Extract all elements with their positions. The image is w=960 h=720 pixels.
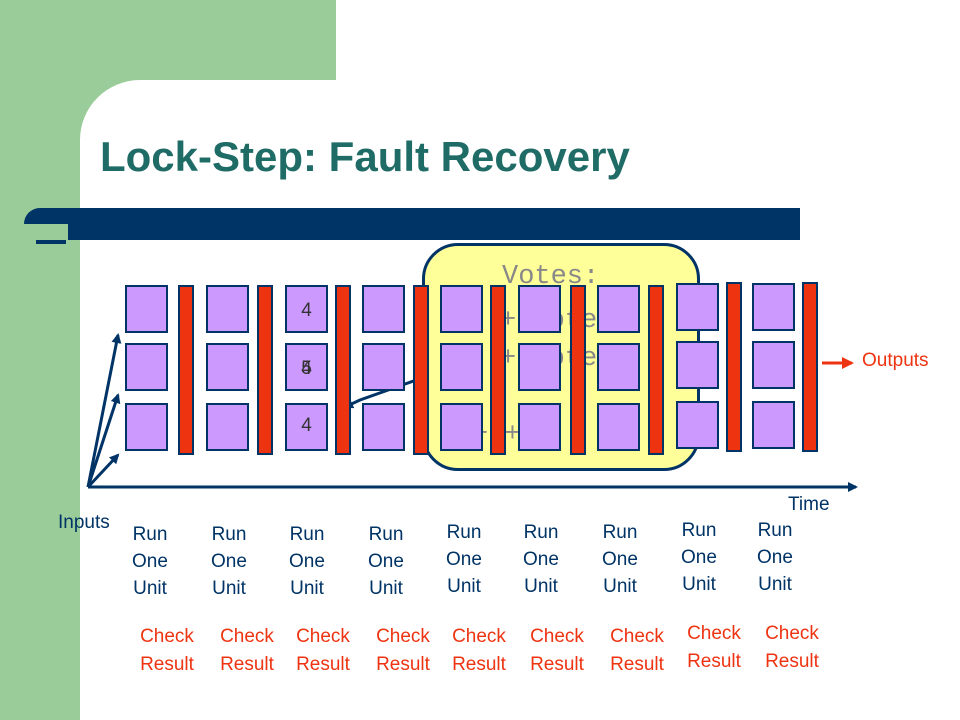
run-one-unit-label: One: [132, 551, 168, 572]
check-result-label: Result: [452, 654, 506, 675]
check-result-label: Check: [765, 623, 819, 644]
run-one-unit-label: One: [289, 551, 325, 572]
checker-bar: [490, 285, 506, 455]
run-one-unit-label: Run: [523, 522, 559, 543]
check-result-label: Check: [220, 626, 274, 647]
check-result-label: Result: [765, 651, 819, 672]
run-one-unit-label: Run: [211, 524, 247, 545]
unit-box: [285, 343, 328, 391]
unit-box: [518, 403, 561, 451]
background-green-top: [80, 0, 336, 80]
inputs-label: Inputs: [58, 512, 110, 533]
unit-box: [440, 403, 483, 451]
unit-box: [440, 343, 483, 391]
run-one-unit-label: One: [368, 551, 404, 572]
run-one-unit-label: Run: [446, 522, 482, 543]
unit-box: [125, 403, 168, 451]
checker-bar: [257, 285, 273, 455]
check-result-label: Check: [530, 626, 584, 647]
unit-box: [597, 343, 640, 391]
run-one-unit-label: One: [211, 551, 247, 572]
slide-title: Lock-Step: Fault Recovery: [100, 133, 630, 180]
checker-bar: [178, 285, 194, 455]
run-one-unit-label: Unit: [369, 578, 403, 599]
unit-value-bottom: 4: [301, 415, 312, 436]
unit-box: [676, 401, 719, 449]
time-label: Time: [788, 494, 830, 515]
check-result-label: Check: [296, 626, 350, 647]
unit-value-middle: 5: [301, 358, 312, 379]
run-one-unit-label: One: [446, 549, 482, 570]
checker-bar: [335, 285, 351, 455]
unit-box: [362, 403, 405, 451]
run-one-unit-label: One: [681, 547, 717, 568]
run-one-unit-label: Unit: [290, 578, 324, 599]
run-one-unit-label: Run: [757, 520, 793, 541]
run-one-unit-label: Unit: [524, 576, 558, 597]
check-result-label: Result: [140, 654, 194, 675]
check-result-label: Result: [687, 651, 741, 672]
check-result-label: Check: [376, 626, 430, 647]
check-result-label: Result: [296, 654, 350, 675]
run-one-unit-label: Unit: [682, 574, 716, 595]
run-one-unit-label: Unit: [133, 578, 167, 599]
unit-value-middle: 4: [301, 358, 312, 379]
unit-box: [752, 341, 795, 389]
background-green-left: [0, 0, 80, 720]
unit-box: [518, 285, 561, 333]
unit-box: [597, 403, 640, 451]
input-arrow-middle: [86, 393, 121, 488]
check-result-label: Check: [452, 626, 506, 647]
unit-value-top: 4: [301, 300, 312, 321]
run-one-unit-label: Run: [132, 524, 168, 545]
unit-box: [676, 341, 719, 389]
run-one-unit-label: Unit: [447, 576, 481, 597]
unit-box: [125, 343, 168, 391]
run-one-unit-label: Unit: [212, 578, 246, 599]
check-result-label: Check: [140, 626, 194, 647]
check-result-label: Check: [687, 623, 741, 644]
input-arrow-top: [86, 333, 122, 488]
unit-box: [206, 343, 249, 391]
unit-box: [597, 285, 640, 333]
unit-box: [676, 283, 719, 331]
unit-box: [440, 285, 483, 333]
unit-box: [206, 285, 249, 333]
unit-box: [752, 401, 795, 449]
unit-box: [125, 285, 168, 333]
check-result-label: Result: [610, 654, 664, 675]
run-one-unit-label: Run: [289, 524, 325, 545]
outputs-label: Outputs: [862, 350, 929, 371]
checker-bar: [570, 285, 586, 455]
unit-box: [285, 403, 328, 451]
run-one-unit-label: One: [602, 549, 638, 570]
run-one-unit-label: One: [757, 547, 793, 568]
run-one-unit-label: Unit: [758, 574, 792, 595]
title-underline-bar: [24, 208, 800, 240]
unit-box: [518, 343, 561, 391]
checker-bar: [413, 285, 429, 455]
title-bar-notch: [24, 224, 68, 244]
check-result-label: Result: [530, 654, 584, 675]
run-one-unit-label: Run: [681, 520, 717, 541]
checker-bar: [802, 282, 818, 452]
run-one-unit-label: Run: [602, 522, 638, 543]
run-one-unit-label: One: [523, 549, 559, 570]
unit-box: [362, 343, 405, 391]
background-white-corner: [80, 80, 200, 200]
checker-bar: [648, 285, 664, 455]
check-result-label: Check: [610, 626, 664, 647]
checker-bar: [726, 282, 742, 452]
run-one-unit-label: Unit: [603, 576, 637, 597]
run-one-unit-label: Run: [368, 524, 404, 545]
unit-box: [285, 285, 328, 333]
check-result-label: Result: [376, 654, 430, 675]
check-result-label: Result: [220, 654, 274, 675]
unit-box: [206, 403, 249, 451]
input-arrow-bottom: [86, 453, 120, 489]
unit-box: [752, 283, 795, 331]
unit-box: [362, 285, 405, 333]
title-bar-notch-edge: [36, 240, 66, 244]
